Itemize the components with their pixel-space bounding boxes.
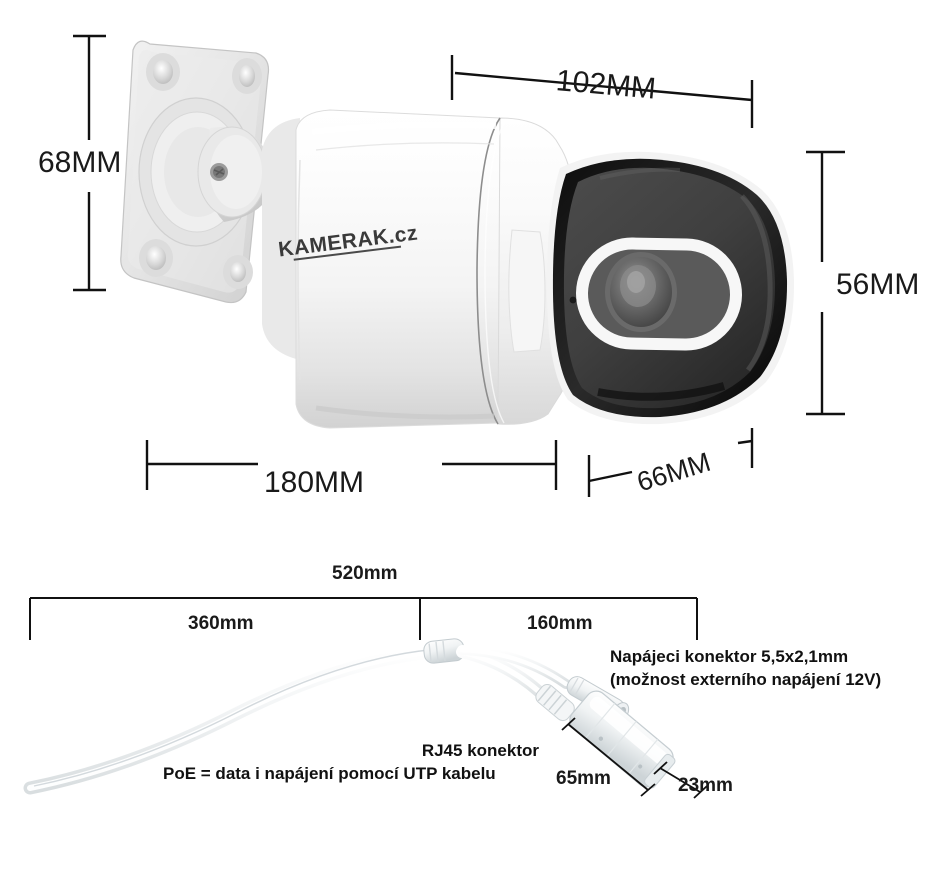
ball-joint: [197, 126, 273, 222]
cable-dimension-lines: [29, 597, 708, 799]
dim-label-160mm: 160mm: [527, 613, 593, 634]
mount-screw-holes: [139, 53, 262, 289]
power-connector-note-line1: Napájeci konektor 5,5x2,1mm: [610, 647, 849, 666]
rj45-note-line2: PoE = data i napájení pomocí UTP kabelu: [163, 763, 496, 783]
camera-illustration: [120, 40, 795, 429]
dimline-23mm: [653, 761, 708, 799]
power-connector-note-line2: (možnost externího napájení 12V): [610, 669, 882, 689]
dimline-68mm: [73, 34, 106, 292]
dimline-56mm: [806, 150, 845, 416]
dim-label-23mm: 23mm: [678, 775, 733, 796]
dim-label-68mm: 68MM: [38, 146, 122, 179]
cable-junction: [423, 638, 465, 664]
rj45-note-line1: RJ45 konektor: [421, 741, 539, 760]
dimline-65mm: [561, 717, 656, 797]
dim-label-56mm: 56MM: [836, 268, 920, 301]
power-connector-note: Napájeci konektor 5,5x2,1mm (možnost ext…: [610, 646, 881, 692]
dim-label-180mm: 180MM: [264, 466, 365, 499]
dim-label-65mm: 65mm: [556, 768, 611, 789]
rj45-note: RJ45 konektor PoE = data i napájení pomo…: [163, 740, 545, 786]
camera-dimension-lines: [73, 34, 845, 497]
dimline-102mm: [450, 55, 754, 128]
dimline-520mm: [29, 597, 698, 640]
dim-label-360mm: 360mm: [188, 613, 254, 634]
dimline-180mm: [145, 440, 558, 490]
dim-label-520mm: 520mm: [332, 563, 398, 584]
camera-front-face: [546, 151, 795, 425]
wall-mount-plate: [120, 40, 273, 304]
dimline-66mm: [587, 428, 754, 497]
camera-body: [262, 109, 575, 429]
